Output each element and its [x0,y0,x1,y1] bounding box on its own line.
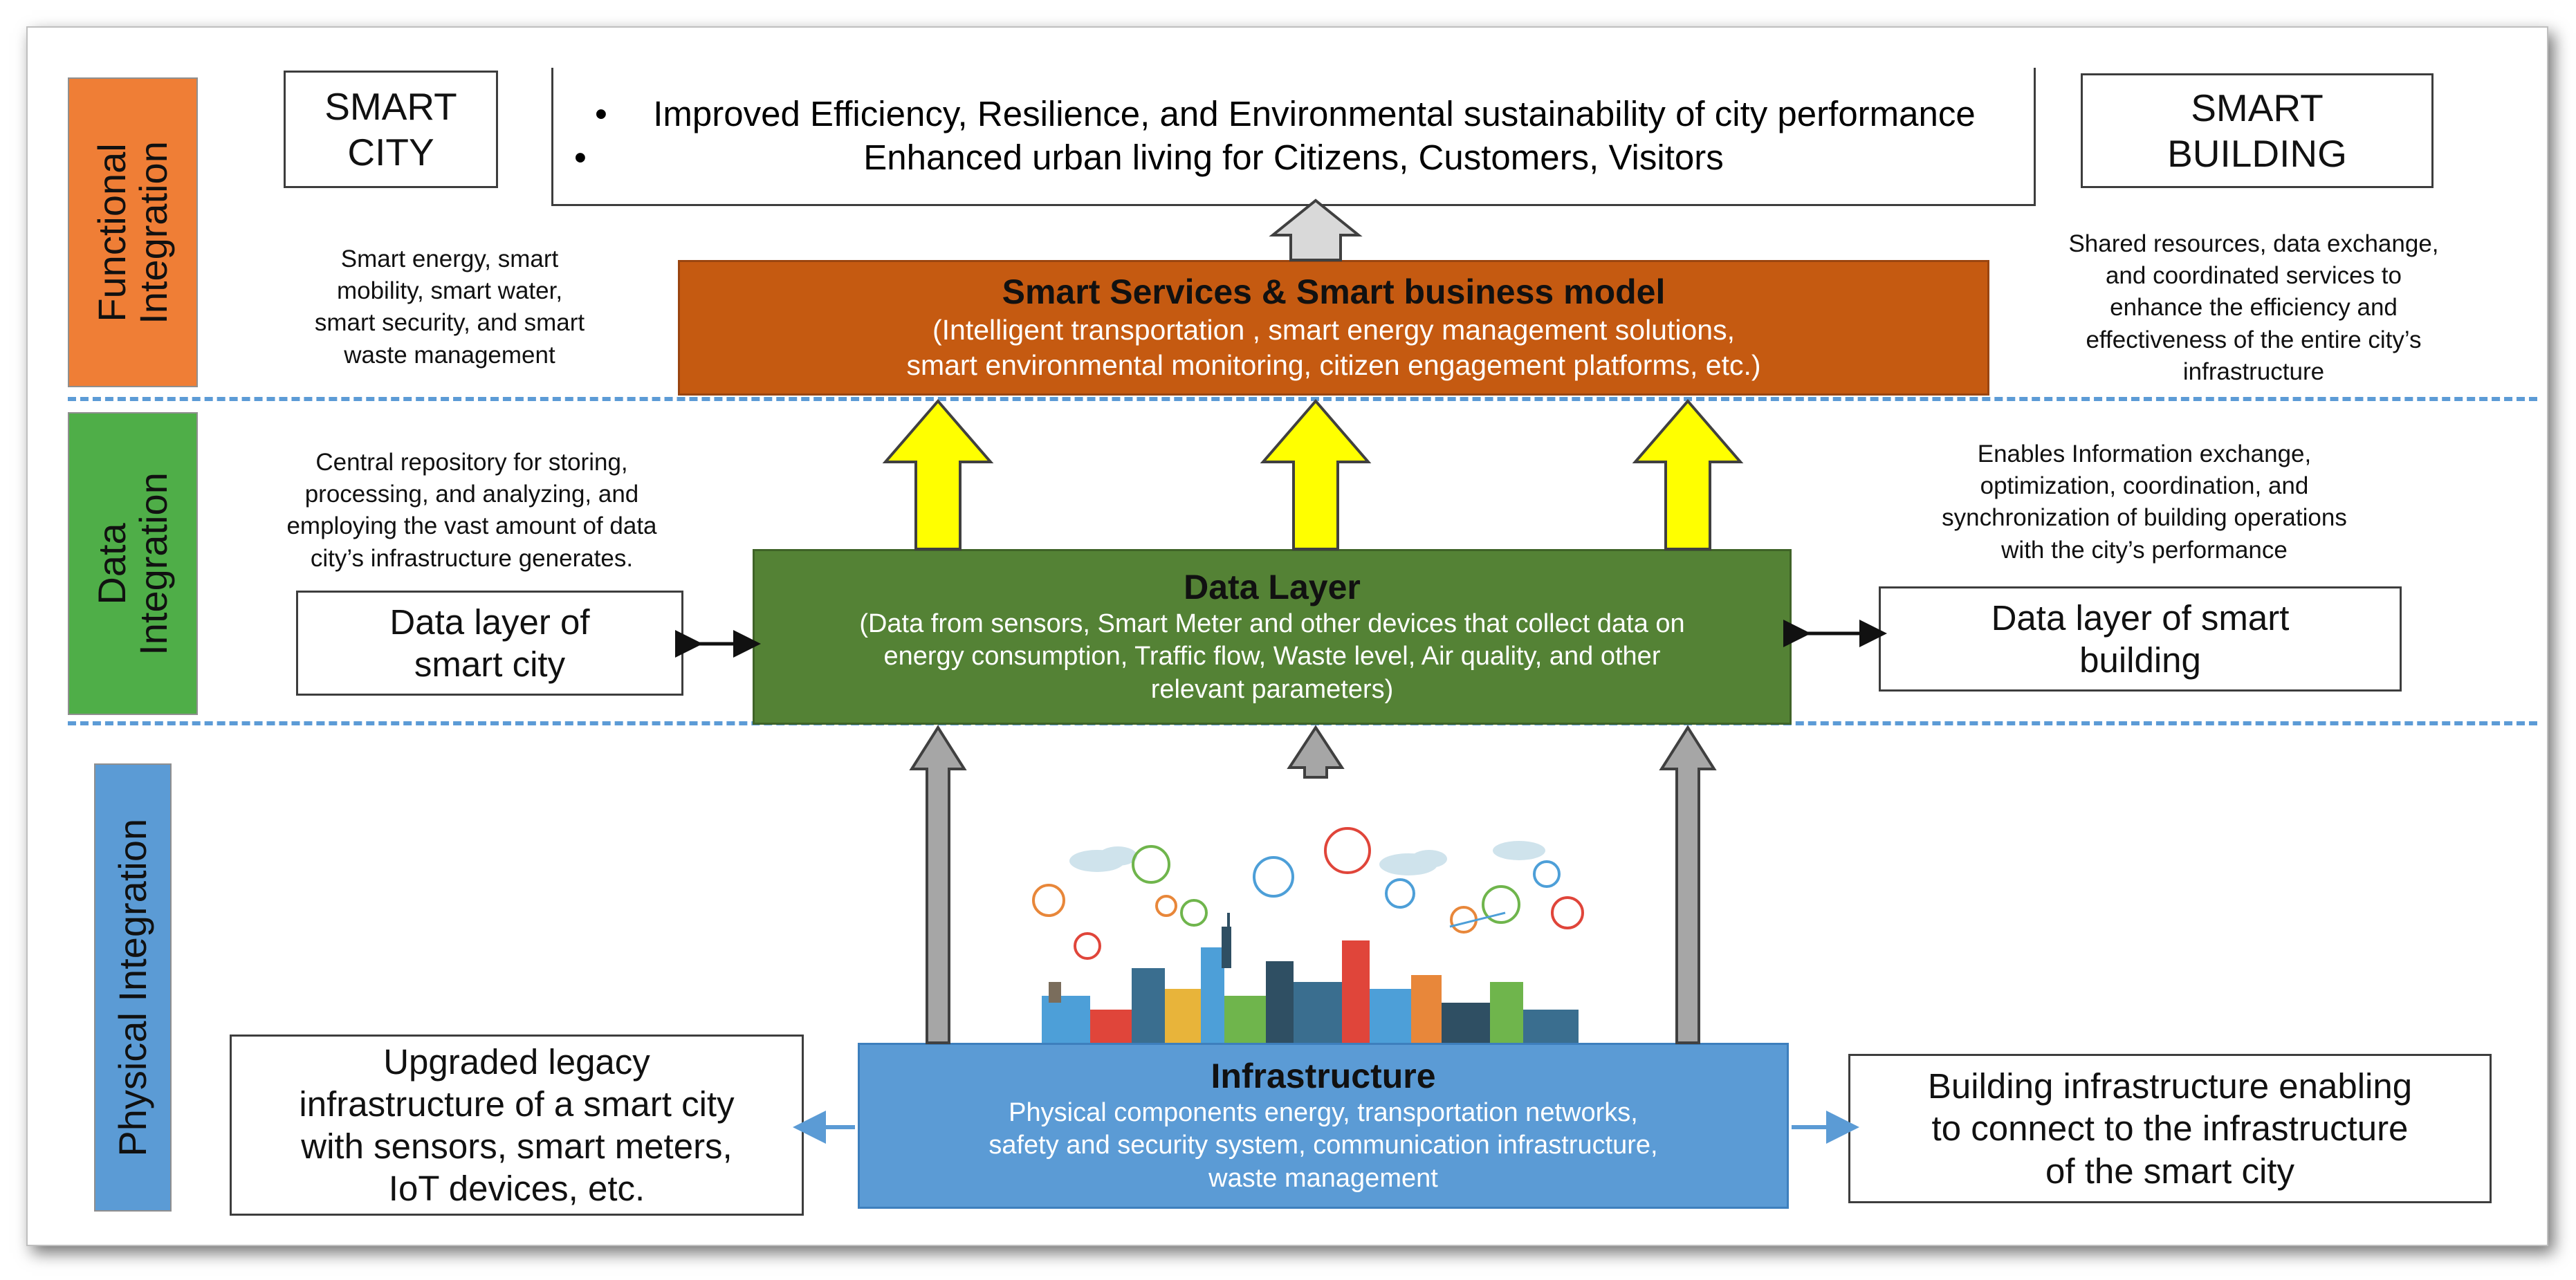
city-data-layer-note: Central repository for storing, processi… [286,449,657,572]
outcome-item: Improved Efficiency, Resilience, and Env… [581,93,2006,136]
heart-icon [1324,827,1371,874]
infrastructure-box: Infrastructure Physical components energ… [858,1043,1789,1209]
functional-integration-tag: Functional Integration [68,77,198,387]
data-to-services-arrow [882,398,994,550]
outcomes-box: Improved Efficiency, Resilience, and Env… [551,68,2036,206]
services-to-outcomes-arrow [1269,198,1363,261]
building-data-layer-box: Data layer of smart building [1879,586,2402,692]
wifi-icon [1032,884,1065,917]
infrastructure-subtitle: Physical components energy, transportati… [988,1097,1658,1193]
people-icon [1253,856,1294,898]
city-data-layer-label: Data layer of smart city [389,602,590,684]
car-icon [1551,896,1584,929]
data-layer-subtitle: (Data from sensors, Smart Meter and othe… [859,609,1685,704]
outcome-item: Enhanced urban living for Citizens, Cust… [574,136,2006,179]
smart-building-services-note: Shared resources, data exchange, and coo… [2068,230,2439,385]
briefcase-icon [1482,885,1520,924]
tree-icon [1180,899,1208,927]
connector-arrows [675,198,1887,1144]
cloud-icon [1069,841,1545,875]
data-to-services-arrow [1260,398,1372,550]
smart-city-label: SMART CITY [324,85,457,174]
city-infrastructure-label: Upgraded legacy infrastructure of a smar… [299,1041,735,1209]
leaf-icon [1533,860,1561,888]
infrastructure-to-data-arrow [1287,725,1345,779]
infrastructure-to-data-arrow [909,725,967,1044]
infrastructure-title: Infrastructure [1211,1057,1436,1095]
bus-icon [1385,878,1415,909]
smart-city-services-note: Smart energy, smart mobility, smart wate… [314,245,585,369]
smart-building-box: SMART BUILDING [2081,73,2434,188]
smart-building-label: SMART BUILDING [2167,86,2347,175]
diagram-frame: Functional Integration Data Integration … [26,26,2548,1246]
smart-services-subtitle: (Intelligent transportation , smart ener… [906,313,1761,381]
smart-city-box: SMART CITY [284,71,498,188]
sun-icon [1155,895,1177,917]
lock-icon [1074,932,1101,960]
data-to-services-arrow [1632,398,1744,550]
data-integration-tag: Data Integration [68,412,198,715]
physical-integration-tag: Physical Integration [94,763,172,1212]
data-layer-box: Data Layer (Data from sensors, Smart Met… [753,549,1792,725]
infrastructure-to-data-arrow [1659,725,1717,1044]
outcomes-list: Improved Efficiency, Resilience, and Env… [574,93,2006,179]
smart-services-title: Smart Services & Smart business model [1002,272,1666,311]
data-layer-title: Data Layer [1184,568,1361,606]
city-infrastructure-box: Upgraded legacy infrastructure of a smar… [230,1035,804,1216]
building-infrastructure-box: Building infrastructure enabling to conn… [1848,1054,2492,1203]
chart-icon [1132,845,1170,884]
building-data-layer-label: Data layer of smart building [1991,597,2290,680]
building-infrastructure-label: Building infrastructure enabling to conn… [1927,1066,2413,1191]
divider-functional-data [68,397,2537,401]
building-data-layer-note: Enables Information exchange, optimizati… [1942,440,2347,564]
